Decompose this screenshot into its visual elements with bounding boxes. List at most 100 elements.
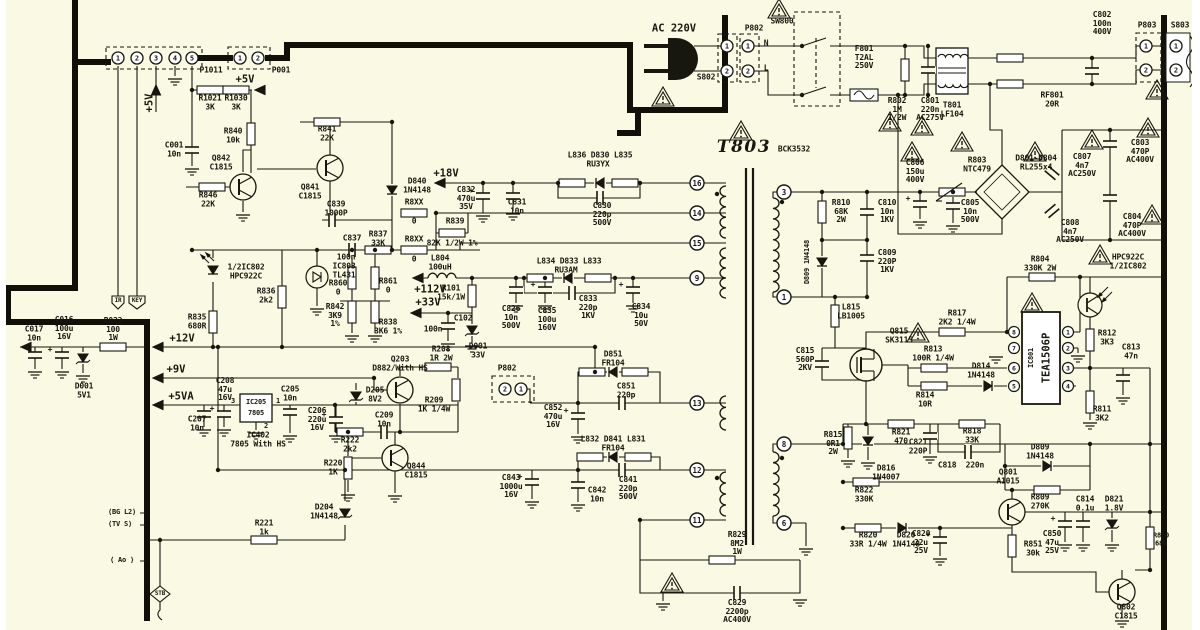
dot-symbol [342,467,348,473]
pin-14-symbol: 14 [689,205,705,221]
dot-symbol [637,180,643,186]
zv-symbol [1104,518,1120,531]
gnd-symbol [1116,397,1130,405]
rv-symbol [900,58,910,82]
r861-label: R861 0 [378,276,398,294]
pin-16-symbol: 16 [689,175,705,191]
d809-label: D809 1N4148 [1026,442,1054,460]
cap-symbol [196,410,212,418]
arrL-symbol [151,341,164,353]
connector-p802-top [739,33,760,83]
dot-symbol [1077,274,1083,280]
wind-symbol [719,395,727,431]
gnd-symbol [989,356,1003,364]
rh-symbol [99,342,127,352]
connector-p001 [227,46,271,70]
cpin-4-symbol: 4 [168,51,182,65]
wind-symbol [719,247,727,299]
gnd-symbol [341,494,355,502]
rh-symbol [996,79,1024,89]
r8xx-label: R8XX [404,197,424,207]
svg-text:1: 1 [1174,43,1178,51]
svg-text:5: 5 [1012,382,1016,390]
connector-s802 [717,33,738,83]
+12v-label: +12V [169,332,195,345]
r101-label: R101 15k/1W [437,283,465,301]
tri-symbol [651,85,675,107]
svg-text:14: 14 [692,209,702,218]
bridge-rectifier-d801-d804 [974,164,1030,220]
dot-symbol [902,92,908,98]
ic205-7805-box [239,393,273,423]
r1021-label: R1021 3K [198,93,222,111]
gnd-symbol [571,504,585,512]
1-label: 1 [275,397,281,406]
rh-symbol [621,367,649,377]
tea1506p-label: TEA1506P [1040,332,1053,384]
d001-label: D001 33V [468,341,488,359]
rv-symbol [277,285,287,309]
dot-symbol [1107,127,1113,133]
c831-label: C831 10n [507,197,527,215]
dot-symbol [819,189,825,195]
gnd-symbol [28,371,42,379]
rv-symbol [1145,526,1155,550]
svg-text:+: + [926,530,931,539]
svg-text:2: 2 [503,386,507,394]
dv-symbol [862,435,874,447]
cap-symbol [1102,140,1118,148]
cpin-5-symbol: 5 [185,51,199,65]
gnd-symbol [197,429,211,437]
arrL-symbol [253,84,266,96]
arrL-symbol [433,177,446,189]
c016-label: C016 100u 16V [54,315,74,342]
c830-label: C830 220p 500V [592,201,612,228]
c017-label: C017 10n [24,324,44,342]
rv-symbol [347,266,357,290]
dot-symbol [925,43,931,49]
gnd-symbol [571,436,585,444]
svg-text:6: 6 [1012,364,1016,372]
gnd-symbol [310,308,324,316]
d809-label: D809 1N4148 [803,239,812,285]
dot-symbol [799,92,805,98]
pin-6-symbol: 6 [776,515,792,531]
p001-label: P001 [271,65,291,75]
pin-3-symbol: 3 [776,184,792,200]
r8xx-label: R8XX [404,234,424,244]
svg-text:2: 2 [1066,344,1070,352]
gnd-symbol [168,78,182,86]
dot-symbol [157,537,163,543]
dot-symbol [345,429,351,435]
p802-label: P802 [497,363,517,373]
caph-symbol [596,190,604,206]
optoL-symbol [199,251,219,276]
d204-label: D204 1N4148 [310,502,338,520]
gnd-symbol [1058,544,1072,552]
pcap-symbol: + [469,186,491,200]
dot-symbol [840,525,846,531]
c804-label: C804 470P AC400V [1118,212,1146,239]
gnd-symbol [799,548,813,556]
wind-symbol [772,197,780,293]
svg-text:12: 12 [692,466,701,475]
l834-label: L834 D833 L833 [536,256,602,266]
svg-text:8: 8 [1012,328,1016,336]
rh-symbol [438,228,466,238]
zv-symbol [464,324,480,337]
dh-symbol [896,522,908,534]
s803-label: S803 [1170,20,1190,30]
gnd-symbol [465,345,479,353]
r841-label: R841 22K [317,124,337,142]
right-margin [1192,0,1200,630]
rh-symbol [198,182,226,192]
r812-label: R812 3K3 [1097,328,1117,346]
t803-label: T803 [716,137,772,157]
c001-label: C001 10n [164,140,184,158]
gnd-symbol [283,435,297,443]
cap-symbol [945,202,961,210]
r815-label: R815 0R1 2W [823,430,843,457]
pin-9-symbol: 9 [689,270,705,286]
